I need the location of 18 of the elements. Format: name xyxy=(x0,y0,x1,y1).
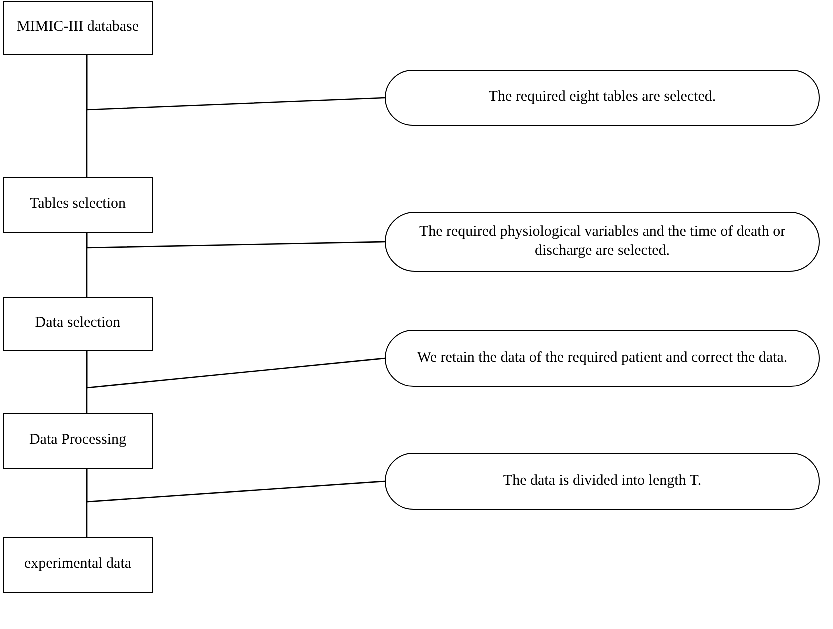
node-text: We retain the data of the required patient and correct the data. xyxy=(417,348,788,368)
process-box xyxy=(3,297,153,351)
connector-line xyxy=(86,469,88,537)
node-text: The required eight tables are selected. xyxy=(488,88,716,108)
node-text: Data Processing xyxy=(29,431,127,450)
node-text: MIMIC-III database xyxy=(16,18,140,38)
process-box xyxy=(3,177,153,233)
process-box xyxy=(3,537,153,593)
node-text: Tables selection xyxy=(30,195,126,214)
node-text: experimental data xyxy=(24,555,132,574)
connector-line xyxy=(86,55,88,177)
process-box xyxy=(3,1,153,55)
node-text: The data is divided into length T. xyxy=(503,472,702,491)
node-text: Data selection xyxy=(35,314,121,334)
connector-line xyxy=(86,233,88,297)
process-box xyxy=(3,413,153,469)
node-text: The required physiological variables and the time of death or discharge are selected. xyxy=(418,222,787,261)
connector-line xyxy=(86,351,88,413)
